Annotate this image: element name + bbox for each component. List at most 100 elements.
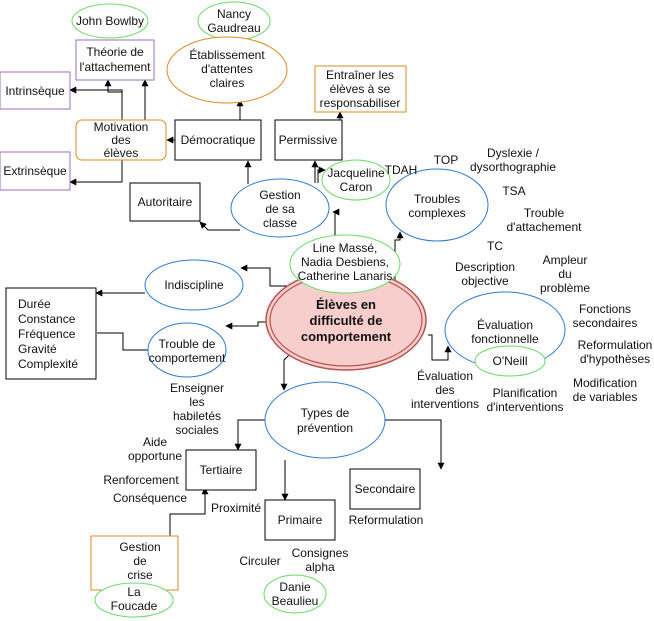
text-line: Reformulation	[578, 338, 653, 352]
box-primaire	[264, 499, 336, 541]
text-line: Élèves en	[316, 297, 376, 312]
text-line: Fonctions	[579, 302, 631, 316]
text-line: Planification	[493, 386, 558, 400]
connectors	[69, 79, 452, 536]
text-line: Description	[455, 260, 515, 274]
text-line: l'attachement	[80, 60, 152, 74]
label-reformulation: Reformulation	[349, 513, 424, 527]
text-line: Conséquence	[113, 491, 187, 505]
box-gestion-crise	[90, 535, 179, 591]
label-intrinseque: Intrinsèque	[5, 84, 65, 98]
bubble-types-prevention	[264, 381, 386, 459]
text-line: crise	[127, 568, 153, 582]
text-line: responsabiliser	[320, 96, 401, 110]
text-line: Caron	[340, 180, 373, 194]
text-line: Tertiaire	[200, 463, 243, 477]
text-line: Danie	[279, 580, 311, 594]
text-line: Jacqueline	[327, 166, 385, 180]
text-line: Foucade	[111, 599, 158, 613]
text-line: Indiscipline	[164, 278, 224, 292]
bubble-john-bowlby	[71, 3, 149, 39]
label-dyslexie: Dyslexie /dysorthographie	[470, 146, 556, 174]
edge-center-indiscipline	[240, 264, 290, 287]
text-line: Gravité	[18, 342, 57, 356]
label-renforcement: Renforcement	[103, 473, 179, 487]
label-john-bowlby: John Bowlby	[76, 14, 144, 28]
text-line: habiletés	[173, 409, 221, 423]
text-line: Gestion	[119, 540, 160, 554]
text-line: Beaulieu	[272, 594, 319, 608]
text-line: Ampleur	[543, 253, 588, 267]
text-line: d'hypothèses	[580, 352, 650, 366]
text-line: Autoritaire	[138, 195, 193, 209]
text-line: d'interventions	[486, 400, 563, 414]
edge-motivation-intrinseque	[69, 86, 123, 120]
text-line: Nancy	[217, 7, 251, 21]
text-line: classe	[263, 216, 297, 230]
text-line: du	[558, 267, 571, 281]
text-line: alpha	[305, 560, 335, 574]
edge-gestion-jacqueline	[317, 166, 326, 183]
text-line: objective	[461, 274, 509, 288]
text-line: Types de	[301, 406, 350, 420]
text-line: claires	[210, 76, 245, 90]
text-line: Trouble	[524, 206, 565, 220]
text-line: Consignes	[292, 546, 349, 560]
text-line: Fréquence	[18, 327, 76, 341]
text-line: d'attachement	[506, 220, 582, 234]
label-extrinseque: Extrinsèque	[3, 164, 67, 178]
text-line: opportune	[128, 449, 182, 463]
text-line: des	[435, 383, 454, 397]
text-line: Proximité	[211, 501, 261, 515]
text-line: Renforcement	[103, 473, 179, 487]
text-line: des	[111, 133, 130, 147]
edge-motivation-extrinseque	[69, 160, 123, 186]
label-top: TOP	[434, 153, 458, 167]
text-line: complexes	[408, 206, 465, 220]
box-permissive	[274, 119, 343, 161]
text-line: de sa	[265, 202, 295, 216]
edge-center-evaluation	[428, 334, 452, 361]
label-democratique: Démocratique	[181, 133, 256, 147]
label-tertiaire: Tertiaire	[200, 463, 243, 477]
edge-motivation-theorie	[104, 79, 123, 120]
box-democratique	[174, 119, 262, 161]
label-secondaire: Secondaire	[355, 482, 416, 496]
edge-gestion-autoritaire	[199, 221, 240, 231]
text-line: Motivation	[94, 120, 149, 134]
label-permissive: Permissive	[279, 133, 338, 147]
bubble-line-masse	[289, 234, 401, 294]
label-tc: TC	[487, 239, 503, 253]
text-line: sociales	[175, 423, 218, 437]
edge-types-tertiaire	[234, 419, 267, 451]
box-duree-list	[5, 287, 97, 380]
text-line: Modification	[573, 376, 637, 390]
text-line: comportement	[301, 329, 392, 344]
box-intrinseque	[0, 71, 71, 110]
edge-line-gestion	[332, 208, 340, 246]
box-theorie-attachement	[75, 39, 155, 81]
text-line: Démocratique	[181, 133, 256, 147]
text-line: Reformulation	[349, 513, 424, 527]
label-oneill: O'Neill	[493, 354, 528, 368]
